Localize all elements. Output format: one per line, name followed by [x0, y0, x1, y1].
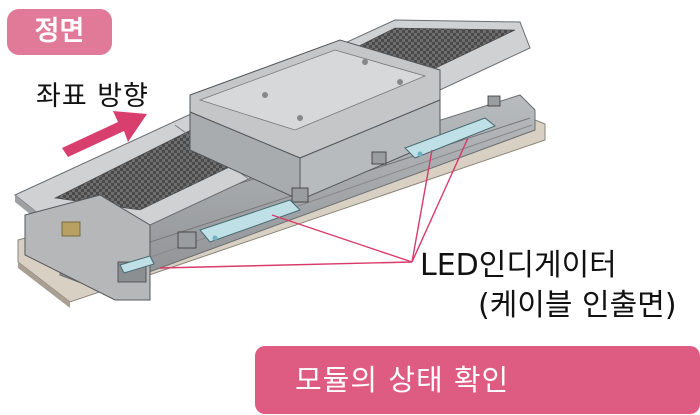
led-indicator-icon: [119, 117, 496, 274]
led-callout-line1: LED인디게이터: [420, 248, 617, 283]
front-view-tag: 정면: [7, 9, 112, 55]
module-status-check-button[interactable]: 모듈의 상태 확인: [255, 346, 700, 414]
leader-lines: [159, 137, 469, 269]
led-callout-line2: (케이블 인출면): [478, 288, 677, 323]
coordinate-direction-label: 좌표 방향: [36, 81, 149, 112]
connector-blocks: [177, 95, 501, 249]
direction-arrow-icon: [62, 111, 147, 157]
led-indicator-callout: LED인디게이터 (케이블 인출면): [420, 246, 677, 326]
carriage-block: [189, 39, 441, 201]
